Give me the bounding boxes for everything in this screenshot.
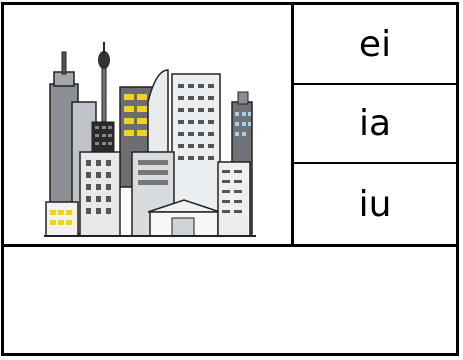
answer-box[interactable] [4,247,456,353]
city-skyline-icon [44,42,256,237]
option-cell-2[interactable]: ia [294,85,456,164]
options-column: ei ia iu [294,5,456,244]
option-cell-3[interactable]: iu [294,164,456,244]
worksheet-card: ei ia iu [1,2,459,356]
option-label-2: ia [358,103,392,144]
option-cell-1[interactable]: ei [294,5,456,85]
option-label-3: iu [358,183,392,225]
top-row: ei ia iu [4,5,456,247]
picture-cell [4,5,294,244]
option-label-1: ei [358,23,392,65]
